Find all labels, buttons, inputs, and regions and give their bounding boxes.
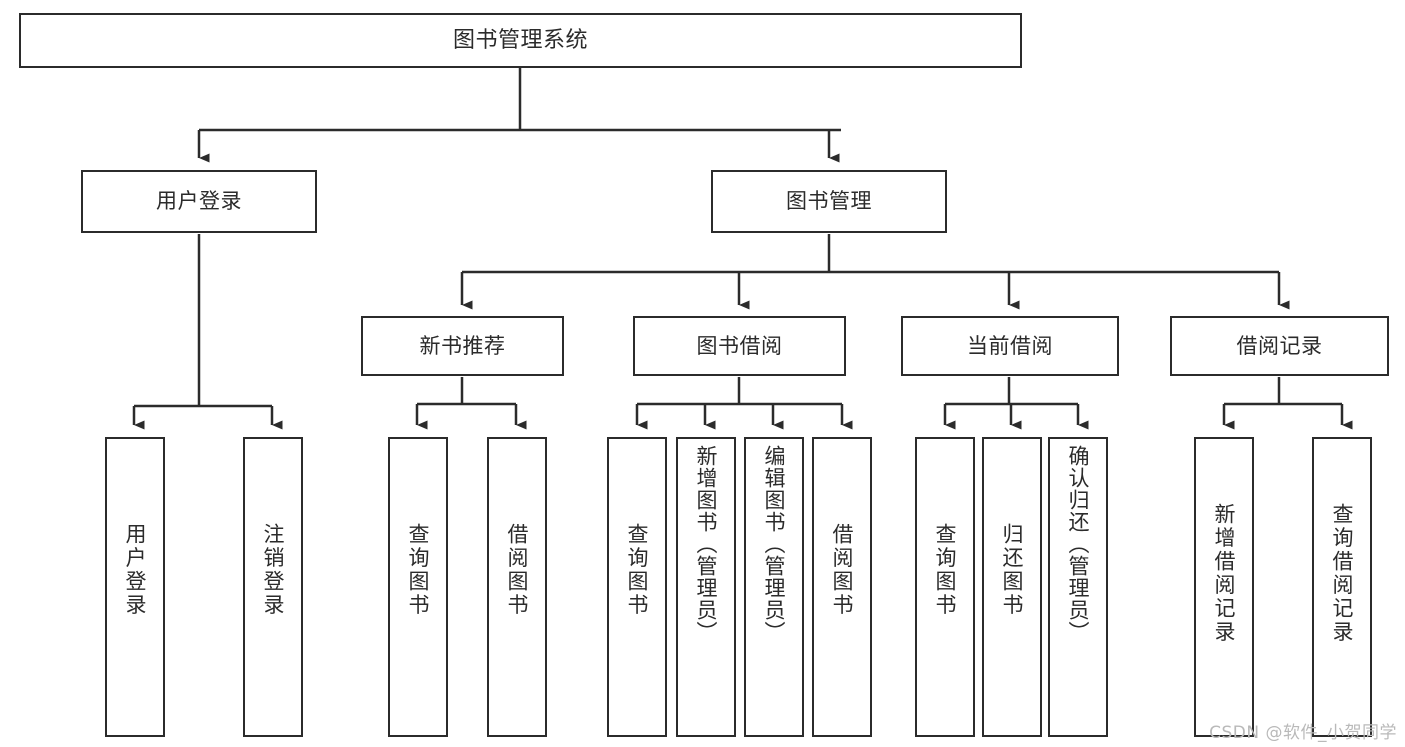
node-root-book-management-system[interactable]: 图书管理系统 [19,13,1022,68]
node-label: 新书推荐 [419,333,506,358]
node-label: 用户登录 [123,523,148,617]
node-label: 借阅图书 [830,523,855,617]
node-label: 归还图书 [1000,523,1025,617]
node-leaf-logout-login[interactable]: 注销登录 [243,437,303,737]
node-new-book-recommend[interactable]: 新书推荐 [361,316,564,376]
node-label: 借阅图书 [505,523,530,617]
node-leaf-borrow-book-recommend[interactable]: 借阅图书 [487,437,547,737]
node-leaf-query-book-borrow[interactable]: 查询图书 [607,437,667,737]
node-label: 新增图书（管理员） [694,445,719,643]
node-label: 借阅记录 [1236,333,1323,358]
node-book-borrow[interactable]: 图书借阅 [633,316,846,376]
node-user-login[interactable]: 用户登录 [81,170,317,233]
node-borrow-record[interactable]: 借阅记录 [1170,316,1389,376]
node-leaf-add-book-admin[interactable]: 新增图书（管理员） [676,437,736,737]
node-label: 当前借阅 [967,333,1053,358]
node-label: 查询图书 [625,523,650,617]
node-book-manage[interactable]: 图书管理 [711,170,947,233]
node-label: 注销登录 [261,523,286,617]
node-leaf-borrow-book[interactable]: 借阅图书 [812,437,872,737]
node-label: 查询图书 [406,523,431,617]
node-leaf-query-book-current[interactable]: 查询图书 [915,437,975,737]
node-label: 确认归还（管理员） [1066,445,1091,643]
node-label: 图书管理 [786,189,872,214]
node-label: 查询借阅记录 [1330,503,1355,644]
node-leaf-query-borrow-record[interactable]: 查询借阅记录 [1312,437,1372,737]
node-label: 编辑图书（管理员） [762,445,787,643]
node-leaf-edit-book-admin[interactable]: 编辑图书（管理员） [744,437,804,737]
csdn-watermark: CSDN @软件_小贺同学 [1209,723,1397,743]
node-leaf-user-login[interactable]: 用户登录 [105,437,165,737]
node-leaf-query-book-recommend[interactable]: 查询图书 [388,437,448,737]
node-label: 图书管理系统 [452,27,588,53]
node-leaf-confirm-return-admin[interactable]: 确认归还（管理员） [1048,437,1108,737]
node-label: 图书借阅 [696,333,783,358]
node-current-borrow[interactable]: 当前借阅 [901,316,1119,376]
node-leaf-return-book[interactable]: 归还图书 [982,437,1042,737]
node-label: 查询图书 [933,523,958,617]
node-label: 用户登录 [156,189,242,214]
node-leaf-add-borrow-record[interactable]: 新增借阅记录 [1194,437,1254,737]
node-label: 新增借阅记录 [1212,503,1237,644]
